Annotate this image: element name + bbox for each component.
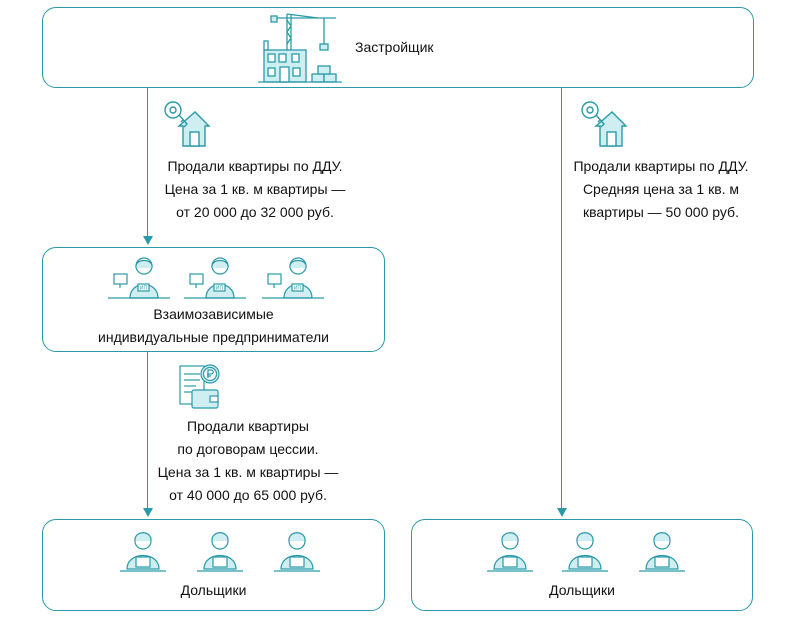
key-house-icon	[581, 101, 628, 147]
entrepreneurs-line: индивидуальные предприниматели	[98, 329, 329, 345]
shareholder-person-icon	[562, 532, 608, 572]
arrow-head-entrepreneurs	[142, 236, 153, 245]
cession-line: от 40 000 до 65 000 руб.	[169, 487, 327, 503]
entrepreneur-at-desk-icon: ИП	[184, 257, 246, 299]
left-transfer-line: от 20 000 до 32 000 руб.	[176, 204, 334, 220]
connector-developer-to-entrepreneurs	[147, 88, 149, 238]
construction-crane-icon	[258, 13, 342, 83]
cession-line: Продали квартиры	[187, 418, 309, 434]
arrow-head-shareholders-left	[142, 508, 153, 517]
connector-developer-to-shareholders-right	[561, 88, 563, 508]
right-transfer-line: квартиры — 50 000 руб.	[583, 204, 739, 220]
arrow-head-shareholders-right	[556, 508, 567, 517]
left-transfer-line: Продали квартиры по ДДУ.	[167, 158, 343, 174]
ip-badge: ИП	[294, 286, 302, 292]
shareholders-right-label: Дольщики	[549, 582, 615, 598]
cession-line: по договорам цессии.	[177, 441, 319, 457]
shareholders-left-label: Дольщики	[180, 582, 247, 598]
right-transfer-line: Средняя цена за 1 кв. м	[582, 181, 740, 197]
shareholder-person-icon	[120, 532, 166, 572]
right-transfer-line: Продали квартиры по ДДУ.	[573, 158, 749, 174]
ip-badge: ИП	[140, 286, 148, 292]
developer-label: Застройщик	[355, 39, 434, 55]
contract-wallet-icon	[179, 364, 220, 409]
left-transfer-line: Цена за 1 кв. м квартиры —	[164, 181, 346, 197]
ip-badge: ИП	[216, 286, 224, 292]
key-house-icon	[164, 101, 211, 147]
shareholder-person-icon	[487, 532, 533, 572]
right-transfer-text: Продали квартиры по ДДУ. Средняя цена за…	[556, 155, 766, 224]
entrepreneur-at-desk-icon: ИП	[108, 257, 170, 299]
left-transfer-text: Продали квартиры по ДДУ. Цена за 1 кв. м…	[150, 155, 360, 224]
cession-line: Цена за 1 кв. м квартиры —	[157, 464, 339, 480]
entrepreneurs-line: Взаимозависимые	[153, 306, 274, 322]
developer-box	[42, 7, 754, 88]
connector-entrepreneurs-to-shareholders-left	[147, 352, 149, 509]
shareholder-person-icon	[639, 532, 685, 572]
shareholder-person-icon	[274, 532, 320, 572]
entrepreneurs-text: Взаимозависимые индивидуальные предприни…	[42, 303, 385, 349]
cession-text: Продали квартиры по договорам цессии. Це…	[138, 415, 358, 507]
entrepreneurs-box	[42, 247, 385, 352]
entrepreneur-at-desk-icon: ИП	[262, 257, 324, 299]
shareholder-person-icon	[197, 532, 243, 572]
